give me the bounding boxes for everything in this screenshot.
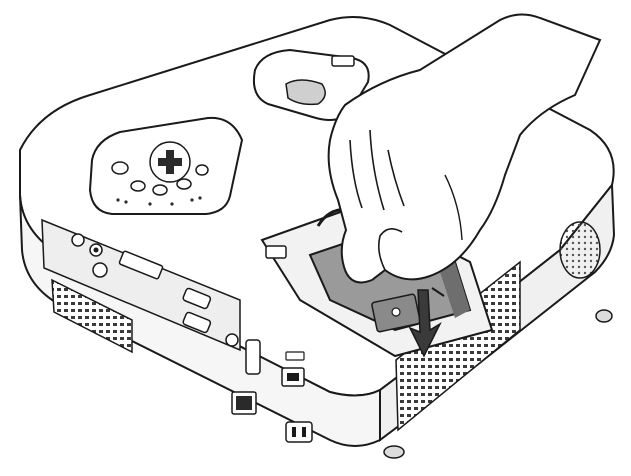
foot-icon (383, 445, 405, 459)
menu-button-icon (152, 184, 168, 196)
vga-port-icon (182, 287, 212, 310)
focus-tab-icon (331, 55, 355, 67)
hand-icon (327, 13, 602, 284)
direction-pad-icon (158, 150, 182, 174)
front-vent-icon (51, 278, 133, 354)
dvi-port-icon (118, 250, 164, 280)
connector-panel (41, 218, 241, 352)
lens-icon (285, 79, 326, 106)
audio-jack-icon (71, 233, 85, 247)
speaker-grill-icon (559, 221, 601, 279)
usb-port-icon (285, 351, 305, 361)
lan-port-group (245, 339, 305, 387)
power-button-icon (111, 161, 129, 175)
foot-rear-icon (595, 309, 613, 323)
lens-housing (252, 48, 370, 121)
source-button-icon (130, 180, 146, 192)
auto-adjust-button-icon (176, 178, 192, 190)
power-section (231, 391, 313, 443)
serial-port-icon (245, 339, 261, 375)
control-panel (88, 116, 244, 215)
exit-button-icon (195, 164, 209, 176)
control-port-icon (225, 333, 239, 347)
vga-port-2-icon (182, 311, 212, 334)
lamp-screw-icon (391, 307, 401, 317)
ac-inlet-icon (285, 421, 313, 443)
down-arrow-icon (408, 287, 445, 358)
s-video-port-icon (92, 262, 108, 278)
indicator-dots-icon (116, 196, 202, 206)
